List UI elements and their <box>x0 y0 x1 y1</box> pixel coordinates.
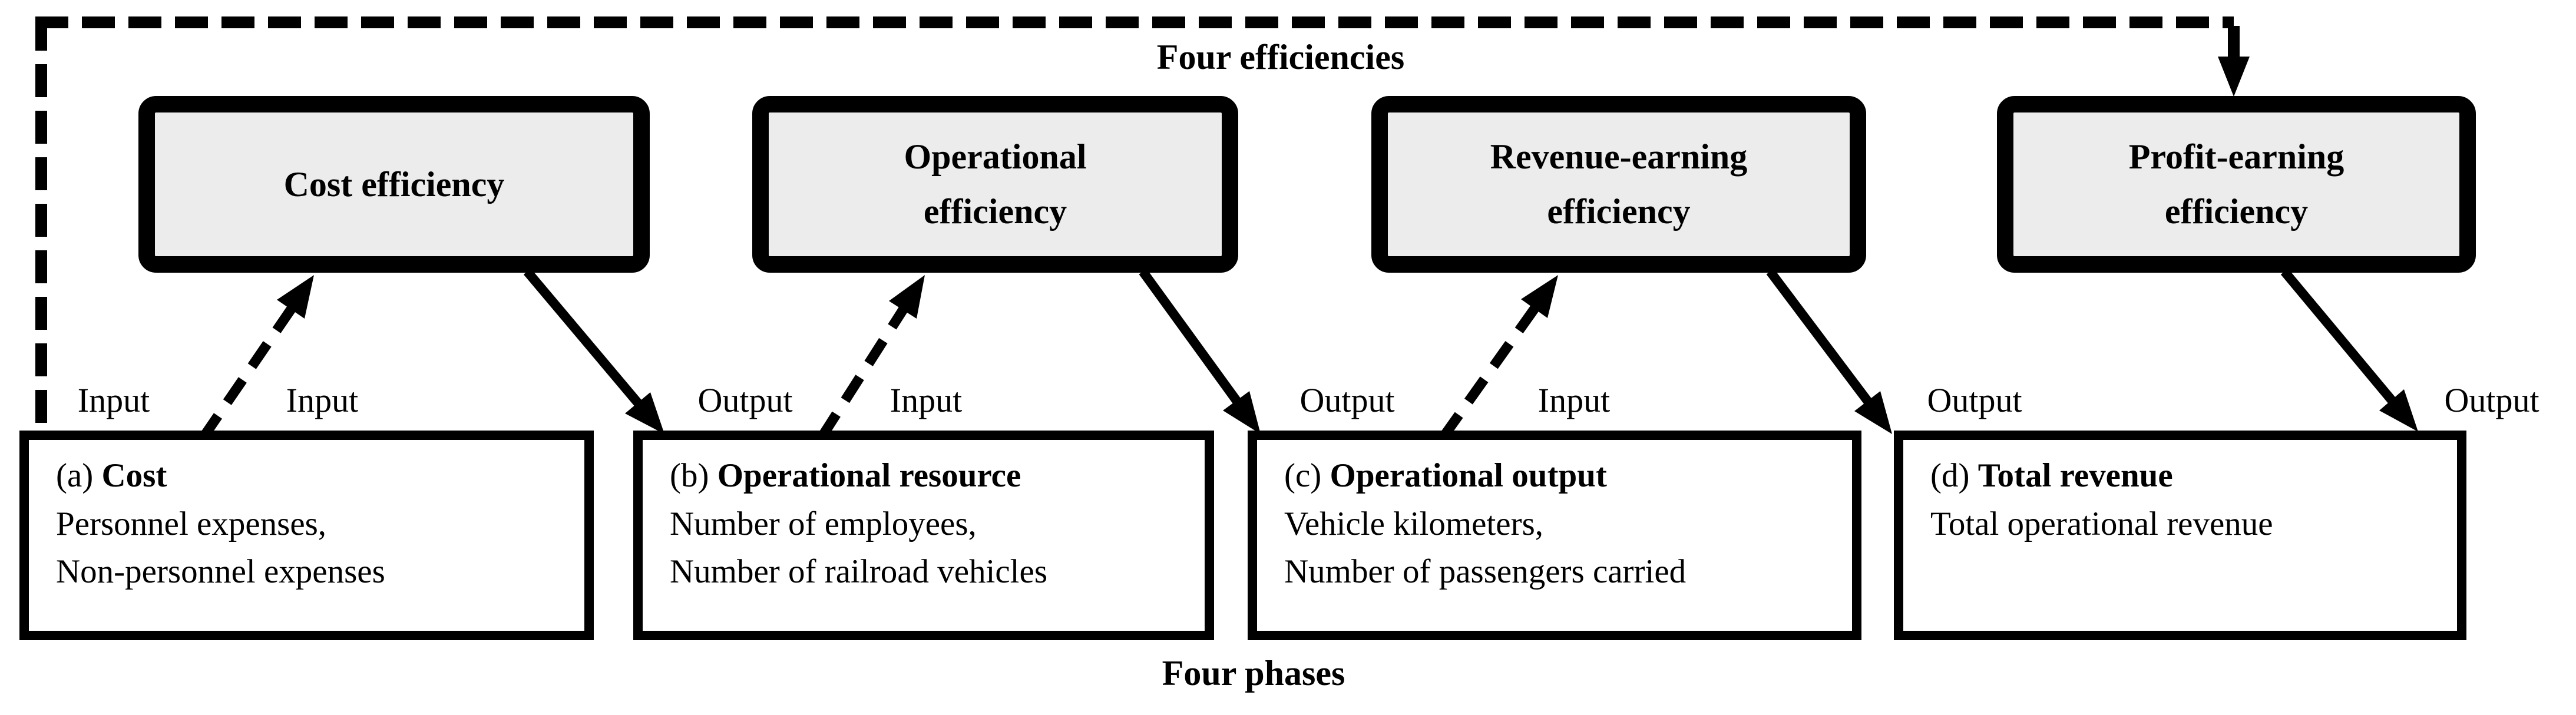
flow-label-output-revenue-efficiency: Output <box>1927 381 2022 419</box>
phase-items: Total operational revenue <box>1930 505 2273 542</box>
flow-label-input-revenue-efficiency: Input <box>1537 381 1611 419</box>
phase-index: (a) <box>56 457 94 494</box>
flow-label-output-operational-efficiency: Output <box>1299 381 1395 419</box>
flow-label-input-operational-efficiency: Input <box>889 381 963 419</box>
phase-items: Number of employees, Number of railroad … <box>670 505 1047 591</box>
arrowhead-up-icon <box>889 275 925 319</box>
phase-title: (b) Operational resource <box>670 452 1193 500</box>
phase-index: (b) <box>670 457 709 494</box>
output-arrow-cost-efficiency-to-resource <box>523 268 664 434</box>
phase-title: (d) Total revenue <box>1930 452 2445 500</box>
four-phases-title: Four phases <box>1162 654 1345 693</box>
phase-title: (c) Operational output <box>1284 452 1840 500</box>
phase-index: (c) <box>1284 457 1322 494</box>
four-efficiencies-title: Four efficiencies <box>1156 38 1405 77</box>
phase-items: Vehicle kilometers, Number of passengers… <box>1284 505 1687 591</box>
phase-name: Operational output <box>1330 457 1607 494</box>
phase-title: (a) Cost <box>56 452 573 500</box>
phase-name: Cost <box>101 457 167 494</box>
feedback-dashed-connector <box>35 16 2250 432</box>
arrowhead-down-icon <box>2379 389 2418 432</box>
phase-items: Personnel expenses, Non-personnel expens… <box>56 505 385 591</box>
flow-label-output-cost-efficiency: Output <box>697 381 793 419</box>
cost-efficiency-box: Cost efficiency <box>138 96 650 273</box>
output-arrow-profit-efficiency-to-revenue <box>2280 268 2418 432</box>
flow-label-input-feedback: Input <box>77 381 150 419</box>
operational-efficiency-box: Operational efficiency <box>752 96 1238 273</box>
phase-name: Total revenue <box>1978 457 2173 494</box>
arrowhead-down-icon <box>1854 391 1892 434</box>
flow-label-input-cost-efficiency: Input <box>286 381 359 419</box>
output-arrow-revenue-efficiency-to-revenue <box>1766 269 1892 434</box>
profit-earning-efficiency-box: Profit-earning efficiency <box>1997 96 2476 273</box>
phase-box-operational-resource: (b) Operational resource Number of emplo… <box>633 431 1214 640</box>
arrowhead-down-icon <box>2218 57 2250 97</box>
arrowhead-up-icon <box>277 275 314 319</box>
arrowhead-down-icon <box>625 392 664 434</box>
arrowhead-up-icon <box>1521 275 1558 318</box>
input-arrow-resource-to-operational-efficiency <box>817 275 925 440</box>
phase-name: Operational resource <box>717 457 1021 494</box>
revenue-earning-efficiency-box: Revenue-earning efficiency <box>1371 96 1866 273</box>
phase-box-operational-output: (c) Operational output Vehicle kilometer… <box>1248 431 1861 640</box>
phase-box-cost: (a) Cost Personnel expenses, Non-personn… <box>19 431 594 640</box>
arrowhead-down-icon <box>1223 391 1261 434</box>
input-arrow-output-to-revenue-efficiency <box>1439 275 1558 440</box>
output-arrow-operational-efficiency-to-output <box>1139 269 1261 434</box>
flow-label-output-profit-efficiency: Output <box>2444 381 2539 419</box>
phase-index: (d) <box>1930 457 1970 494</box>
input-arrow-cost-to-cost-efficiency <box>198 275 314 441</box>
phase-box-total-revenue: (d) Total revenue Total operational reve… <box>1894 431 2466 640</box>
